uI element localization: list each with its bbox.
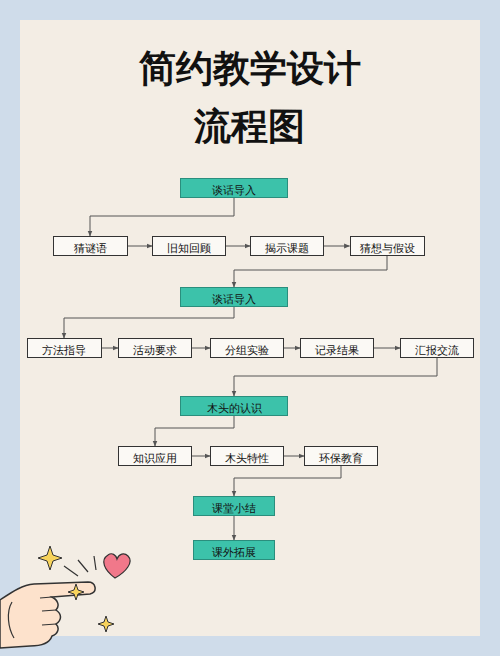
box-label: 旧知回顾 bbox=[167, 242, 211, 254]
box-label: 课堂小结 bbox=[212, 502, 256, 514]
flow-arrow bbox=[192, 456, 210, 457]
box-label: 猜谜语 bbox=[74, 242, 107, 254]
stage-box: 木头的认识 bbox=[180, 396, 288, 416]
flow-arrow bbox=[90, 198, 234, 236]
step-box: 揭示课题 bbox=[250, 236, 324, 256]
box-label: 环保教育 bbox=[319, 452, 363, 464]
flow-arrow bbox=[128, 246, 153, 247]
stage-box: 谈话导入 bbox=[180, 178, 288, 198]
box-label: 分组实验 bbox=[225, 344, 269, 356]
box-label: 知识应用 bbox=[133, 452, 177, 464]
flow-arrow bbox=[284, 348, 300, 349]
step-box: 木头特性 bbox=[210, 446, 284, 466]
box-label: 课外拓展 bbox=[212, 546, 256, 558]
flow-arrow bbox=[324, 246, 350, 247]
flow-arrow bbox=[234, 256, 387, 287]
step-box: 旧知回顾 bbox=[152, 236, 226, 256]
box-label: 汇报交流 bbox=[415, 344, 459, 356]
heart-icon bbox=[104, 554, 130, 578]
stage-box: 课堂小结 bbox=[193, 496, 275, 516]
paper-panel bbox=[20, 20, 480, 636]
step-box: 方法指导 bbox=[27, 338, 102, 358]
box-label: 谈话导入 bbox=[212, 184, 256, 196]
flow-arrow bbox=[234, 466, 341, 496]
box-label: 方法指导 bbox=[42, 344, 86, 356]
flow-arrow bbox=[234, 358, 437, 396]
flow-arrow bbox=[102, 348, 119, 349]
title-text: 简约教学设计 流程图 bbox=[132, 40, 369, 156]
step-box: 环保教育 bbox=[304, 446, 378, 466]
box-label: 木头的认识 bbox=[207, 402, 262, 414]
step-box: 知识应用 bbox=[118, 446, 192, 466]
step-box: 猜谜语 bbox=[53, 236, 128, 256]
stage-box: 课外拓展 bbox=[193, 540, 275, 560]
step-box: 汇报交流 bbox=[400, 338, 474, 358]
box-label: 揭示课题 bbox=[265, 242, 309, 254]
flow-arrow bbox=[374, 348, 400, 349]
flow-arrow bbox=[284, 456, 304, 457]
step-box: 猜想与假设 bbox=[350, 236, 425, 256]
motion-lines bbox=[64, 556, 96, 576]
flow-arrow bbox=[234, 516, 235, 540]
step-box: 活动要求 bbox=[118, 338, 192, 358]
sparkle-icons bbox=[38, 546, 114, 632]
stage-box: 谈话导入 bbox=[180, 287, 288, 307]
box-label: 木头特性 bbox=[225, 452, 269, 464]
flow-arrow bbox=[64, 307, 234, 338]
flow-arrow bbox=[155, 416, 234, 446]
box-label: 活动要求 bbox=[133, 344, 177, 356]
step-box: 记录结果 bbox=[300, 338, 374, 358]
hand-illustration bbox=[0, 582, 95, 648]
box-label: 谈话导入 bbox=[212, 293, 256, 305]
box-label: 猜想与假设 bbox=[360, 242, 415, 254]
flow-arrow bbox=[192, 348, 210, 349]
title-block: 简约教学设计 流程图 bbox=[0, 40, 500, 156]
box-label: 记录结果 bbox=[315, 344, 359, 356]
flow-arrow bbox=[226, 246, 250, 247]
step-box: 分组实验 bbox=[210, 338, 284, 358]
